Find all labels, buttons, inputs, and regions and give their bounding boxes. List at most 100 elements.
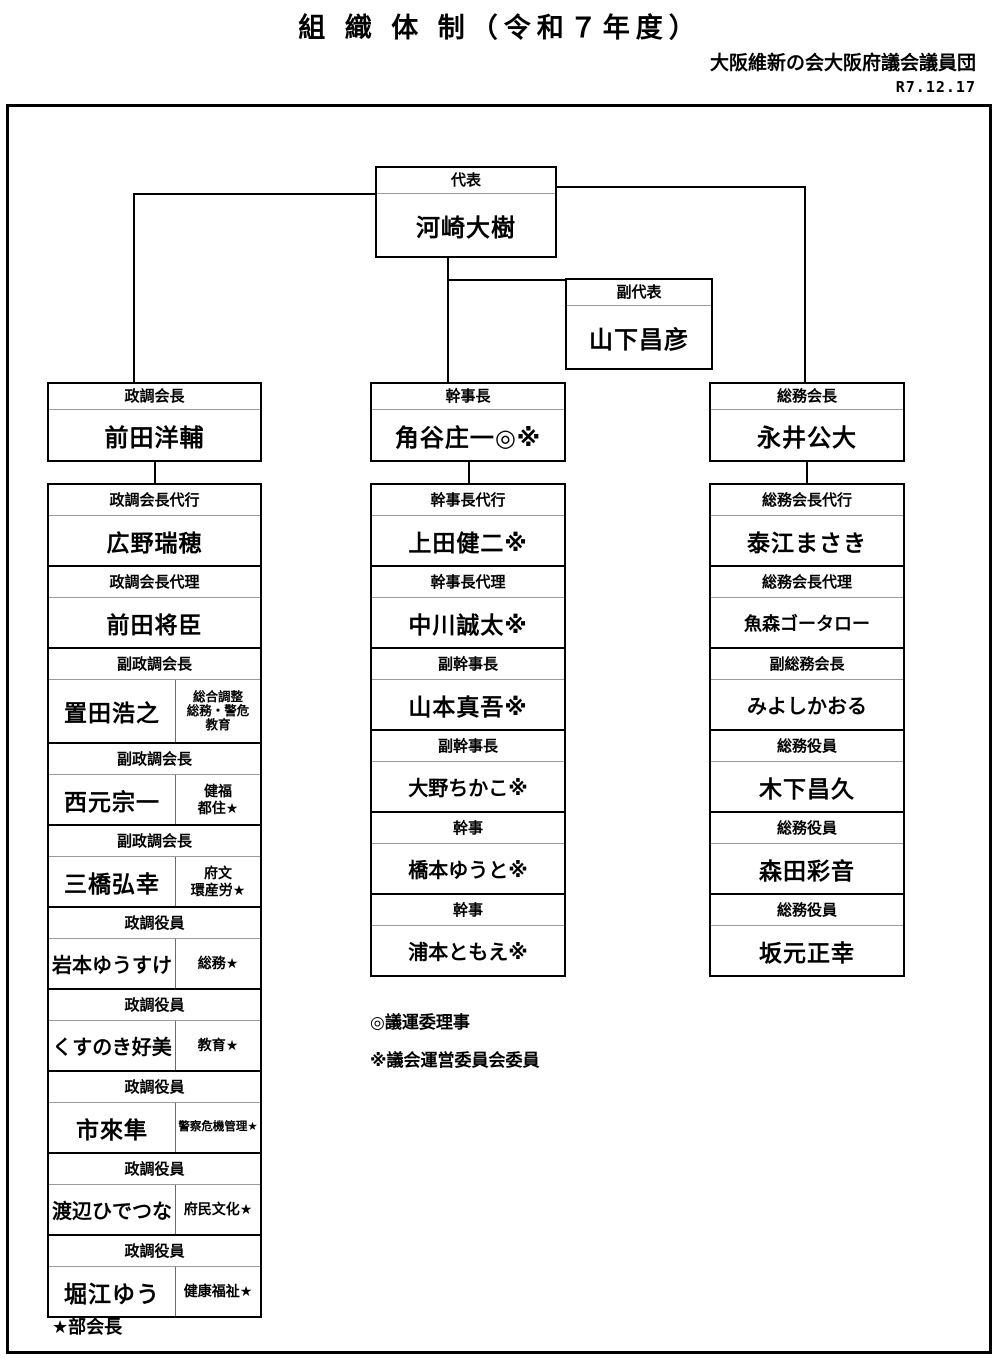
general-affairs-row-name: 魚森ゴータロー <box>744 613 870 634</box>
connector-policy-head-to-stack <box>154 461 156 483</box>
secretariat-row[interactable]: 副幹事長大野ちかこ※ <box>370 729 566 811</box>
node-policy-chief-title: 政調会長 <box>49 384 260 410</box>
committee-tag-line: 府文 <box>204 865 232 882</box>
policy-row-name: 渡辺ひでつな <box>52 1201 172 1223</box>
policy-row-committee-tag: 総務★ <box>175 939 260 988</box>
node-general-affairs-chief[interactable]: 総務会長 永井公大 <box>709 382 905 462</box>
secretariat-row-name: 浦本ともえ※ <box>408 942 528 964</box>
secretariat-row-name: 中川誠太※ <box>408 611 528 638</box>
policy-row-name: くすのき好美 <box>52 1037 172 1059</box>
secretariat-row[interactable]: 幹事浦本ともえ※ <box>370 893 566 977</box>
committee-tag-line: 府民文化★ <box>183 1201 253 1218</box>
general-affairs-row[interactable]: 総務役員坂元正幸 <box>709 893 905 977</box>
committee-tag-line: 教育★ <box>197 1037 239 1054</box>
connector-rep-to-policy-vertical <box>133 193 135 383</box>
committee-tag-line: 都住★ <box>197 799 239 816</box>
node-representative[interactable]: 代表 河崎大樹 <box>375 166 557 258</box>
policy-row-name: 置田浩之 <box>64 700 160 726</box>
policy-row[interactable]: 副政調会長三橋弘幸府文環産労★ <box>47 824 262 906</box>
general-affairs-row-name: 泰江まさき <box>747 529 867 556</box>
policy-row-title: 政調役員 <box>49 908 260 939</box>
policy-row-committee-tag: 府文環産労★ <box>175 857 260 906</box>
secretariat-row-name: 山本真吾※ <box>408 693 528 720</box>
chart-frame <box>6 104 992 1354</box>
general-affairs-row-title: 副総務会長 <box>711 649 903 680</box>
secretariat-row-name: 大野ちかこ※ <box>408 778 528 800</box>
policy-row-name: 三橋弘幸 <box>64 870 160 897</box>
secretariat-row-title: 副幹事長 <box>372 649 564 680</box>
general-affairs-row-name: みよしかおる <box>747 696 867 718</box>
secretariat-row-title: 幹事 <box>372 813 564 844</box>
secretariat-row[interactable]: 幹事長代行上田健二※ <box>370 483 566 565</box>
legend-maru: ◎議運委理事 <box>370 1013 470 1032</box>
policy-row[interactable]: 副政調会長西元宗一健福都住★ <box>47 742 262 824</box>
policy-row-committee-tag: 教育★ <box>175 1021 260 1070</box>
general-affairs-row[interactable]: 総務役員森田彩音 <box>709 811 905 893</box>
secretariat-row-name: 上田健二※ <box>408 529 528 556</box>
node-secretary-general[interactable]: 幹事長 角谷庄一◎※ <box>370 382 566 462</box>
general-affairs-row-name: 坂元正幸 <box>759 939 855 966</box>
committee-tag-line: 健康福祉★ <box>183 1283 253 1300</box>
general-affairs-row[interactable]: 総務会長代理魚森ゴータロー <box>709 565 905 647</box>
general-affairs-row-title: 総務会長代理 <box>711 567 903 598</box>
node-general-affairs-chief-name: 永井公大 <box>757 424 857 452</box>
document-date: R7.12.17 <box>895 78 976 96</box>
committee-tag-line: 総合調整 <box>192 690 243 704</box>
secretariat-row-title: 副幹事長 <box>372 731 564 762</box>
policy-row-committee-tag: 健康福祉★ <box>175 1267 260 1316</box>
node-representative-title: 代表 <box>377 168 555 194</box>
secretariat-row-title: 幹事 <box>372 895 564 926</box>
committee-tag-line: 総務・警危 <box>186 704 250 718</box>
node-secretary-general-name: 角谷庄一◎※ <box>394 424 542 452</box>
committee-tag-line: 健福 <box>204 783 232 800</box>
policy-row-committee-tag: 健福都住★ <box>175 775 260 824</box>
policy-row[interactable]: 政調役員岩本ゆうすけ 総務★ <box>47 906 262 988</box>
policy-row[interactable]: 政調役員堀江ゆう 健康福祉★ <box>47 1234 262 1318</box>
policy-row-name: 岩本ゆうすけ <box>52 955 172 977</box>
committee-tag-line: 総務★ <box>197 955 239 972</box>
policy-row-title: 副政調会長 <box>49 744 260 775</box>
secretariat-row-title: 幹事長代理 <box>372 567 564 598</box>
policy-row[interactable]: 政調会長代行広野瑞穂 <box>47 483 262 565</box>
connector-secretariat-head-to-stack <box>468 461 470 483</box>
policy-row-title: 副政調会長 <box>49 649 260 680</box>
general-affairs-row-name: 木下昌久 <box>759 775 855 802</box>
secretariat-row[interactable]: 副幹事長山本真吾※ <box>370 647 566 729</box>
secretariat-row-title: 幹事長代行 <box>372 485 564 516</box>
general-affairs-row-title: 総務会長代行 <box>711 485 903 516</box>
policy-row-title: 政調役員 <box>49 1236 260 1267</box>
policy-row-title: 政調会長代行 <box>49 485 260 516</box>
policy-row[interactable]: 政調会長代理前田将臣 <box>47 565 262 647</box>
policy-row-title: 副政調会長 <box>49 826 260 857</box>
policy-row-title: 政調役員 <box>49 1154 260 1185</box>
committee-tag-line: 警察危機管理★ <box>178 1120 258 1133</box>
policy-row[interactable]: 政調役員市來隼警察危機管理★ <box>47 1070 262 1152</box>
policy-row-name: 前田将臣 <box>106 611 203 638</box>
secretariat-row[interactable]: 幹事橋本ゆうと※ <box>370 811 566 893</box>
committee-tag-line: 環産労★ <box>190 881 246 898</box>
general-affairs-row-title: 総務役員 <box>711 813 903 844</box>
node-policy-chief[interactable]: 政調会長 前田洋輔 <box>47 382 262 462</box>
node-vice-representative[interactable]: 副代表 山下昌彦 <box>565 278 713 370</box>
general-affairs-row-title: 総務役員 <box>711 895 903 926</box>
policy-row-committee-tag: 府民文化★ <box>175 1185 260 1234</box>
policy-row-title: 政調会長代理 <box>49 567 260 598</box>
secretariat-row[interactable]: 幹事長代理中川誠太※ <box>370 565 566 647</box>
general-affairs-row[interactable]: 総務会長代行泰江まさき <box>709 483 905 565</box>
organization-name: 大阪維新の会大阪府議会議員団 <box>709 53 976 74</box>
policy-row-name: 市來隼 <box>76 1116 148 1143</box>
general-affairs-row-name: 森田彩音 <box>759 857 855 884</box>
policy-row[interactable]: 政調役員渡辺ひでつな府民文化★ <box>47 1152 262 1234</box>
connector-rep-to-general-horizontal <box>557 186 806 188</box>
policy-row-name: 堀江ゆう <box>64 1280 160 1307</box>
secretariat-member-list: 幹事長代行上田健二※幹事長代理中川誠太※副幹事長山本真吾※副幹事長大野ちかこ※幹… <box>370 483 566 977</box>
general-affairs-member-list: 総務会長代行泰江まさき総務会長代理魚森ゴータロー副総務会長みよしかおる総務役員木… <box>709 483 905 977</box>
general-affairs-row[interactable]: 副総務会長みよしかおる <box>709 647 905 729</box>
policy-row-title: 政調役員 <box>49 990 260 1021</box>
policy-row[interactable]: 政調役員くすのき好美 教育★ <box>47 988 262 1070</box>
policy-row[interactable]: 副政調会長置田浩之総合調整総務・警危教育 <box>47 647 262 742</box>
general-affairs-row-title: 総務役員 <box>711 731 903 762</box>
general-affairs-row[interactable]: 総務役員木下昌久 <box>709 729 905 811</box>
policy-row-committee-tag: 総合調整総務・警危教育 <box>175 680 260 742</box>
page-title: 組 織 体 制（令和７年度） <box>298 13 702 43</box>
